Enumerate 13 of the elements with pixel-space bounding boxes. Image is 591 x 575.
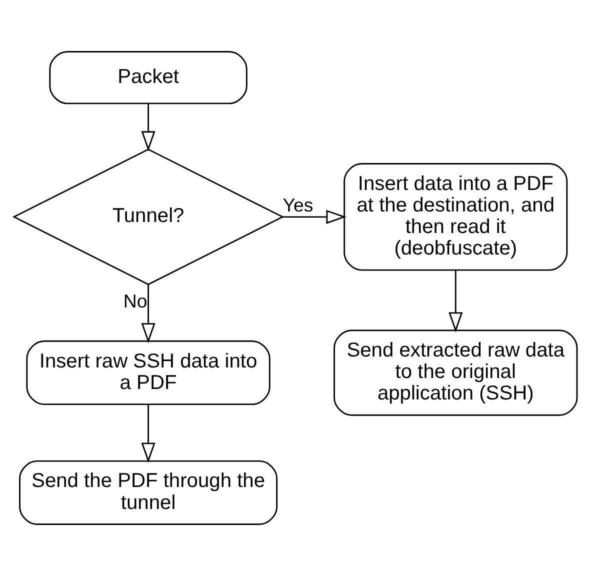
- node-box: Insert raw SSH data into a PDF: [26, 340, 270, 405]
- node-box: Send extracted raw data to the original application (SSH): [334, 329, 578, 416]
- edge-label: No: [123, 290, 148, 312]
- arrow: [141, 104, 156, 151]
- arrow: [448, 270, 463, 332]
- node-box: Insert data into a PDF at the destination, and then read it (deobfuscate): [344, 162, 568, 270]
- node-box: Packet: [49, 50, 248, 104]
- arrow: [141, 284, 156, 343]
- edge-label: Yes: [282, 194, 314, 216]
- node-box: Send the PDF through the tunnel: [19, 460, 278, 524]
- arrow: [141, 404, 156, 462]
- node-diamond: Tunnel?: [12, 148, 284, 285]
- arrow: [282, 209, 346, 224]
